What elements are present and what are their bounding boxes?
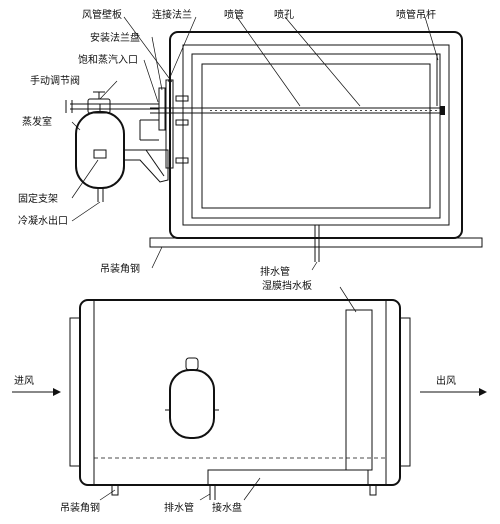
label-air-in: 进风 bbox=[14, 375, 34, 387]
duct-window-outer bbox=[191, 53, 441, 219]
fixed-bracket bbox=[123, 149, 169, 183]
hanging-angle-steel-left bbox=[111, 484, 119, 496]
label-wind-pipe-wall-plate: 风管壁板 bbox=[82, 8, 122, 21]
top-view-leaders bbox=[71, 16, 439, 313]
bottom-view bbox=[69, 299, 411, 500]
bottom-view-leaders bbox=[99, 477, 261, 501]
chamber-center-fitting bbox=[93, 149, 107, 159]
label-saturated-steam-inlet: 饱和蒸汽入口 bbox=[78, 53, 138, 66]
label-spray-pipe-hanger: 喷管吊杆 bbox=[396, 8, 436, 21]
left-flange bbox=[69, 317, 81, 467]
label-mount-flange-plate: 安装法兰盘 bbox=[90, 31, 140, 44]
label-spray-pipe: 喷管 bbox=[224, 8, 244, 21]
wet-film-baffle bbox=[345, 309, 373, 471]
label-drain-pan: 接水盘 bbox=[212, 501, 242, 514]
label-hanging-angle-steel-bottom: 吊装角钢 bbox=[60, 501, 100, 514]
duct-side-outer bbox=[79, 299, 401, 486]
label-fixed-bracket: 固定支架 bbox=[18, 192, 58, 205]
label-drain-pipe-top: 排水管 bbox=[260, 265, 290, 278]
duct-housing-outer bbox=[169, 31, 463, 239]
hanging-angle-steel-right bbox=[369, 484, 377, 496]
label-manual-valve: 手动调节阀 bbox=[30, 74, 80, 87]
label-evaporation-chamber: 蒸发室 bbox=[22, 115, 52, 128]
label-wet-film-baffle: 湿膜挡水板 bbox=[262, 279, 312, 292]
wall-plate-bolt-2 bbox=[175, 119, 189, 126]
wall-plate-bolt-1 bbox=[175, 95, 189, 102]
label-hanging-angle-steel-top: 吊装角钢 bbox=[100, 262, 140, 275]
label-connect-flange: 连接法兰 bbox=[152, 8, 192, 21]
right-flange bbox=[399, 317, 411, 467]
manual-valve bbox=[87, 98, 111, 114]
connect-flange bbox=[165, 79, 174, 169]
duct-window-inner bbox=[201, 63, 431, 209]
drain-pan bbox=[207, 469, 369, 486]
label-spray-hole: 喷孔 bbox=[274, 9, 294, 21]
top-view bbox=[65, 31, 483, 262]
duct-housing-inner bbox=[182, 44, 450, 226]
label-air-out: 出风 bbox=[436, 374, 456, 387]
chamber-side-view bbox=[169, 369, 215, 439]
spray-pipe-end bbox=[440, 106, 445, 115]
label-condensate-outlet: 冷凝水出口 bbox=[18, 214, 68, 227]
wall-plate-bolt-3 bbox=[175, 157, 189, 164]
label-drain-pipe-bottom: 排水管 bbox=[164, 501, 194, 514]
hanging-angle-steel-top bbox=[149, 237, 483, 248]
mount-flange-plate bbox=[158, 87, 166, 131]
chamber-side-nozzle bbox=[185, 357, 199, 371]
